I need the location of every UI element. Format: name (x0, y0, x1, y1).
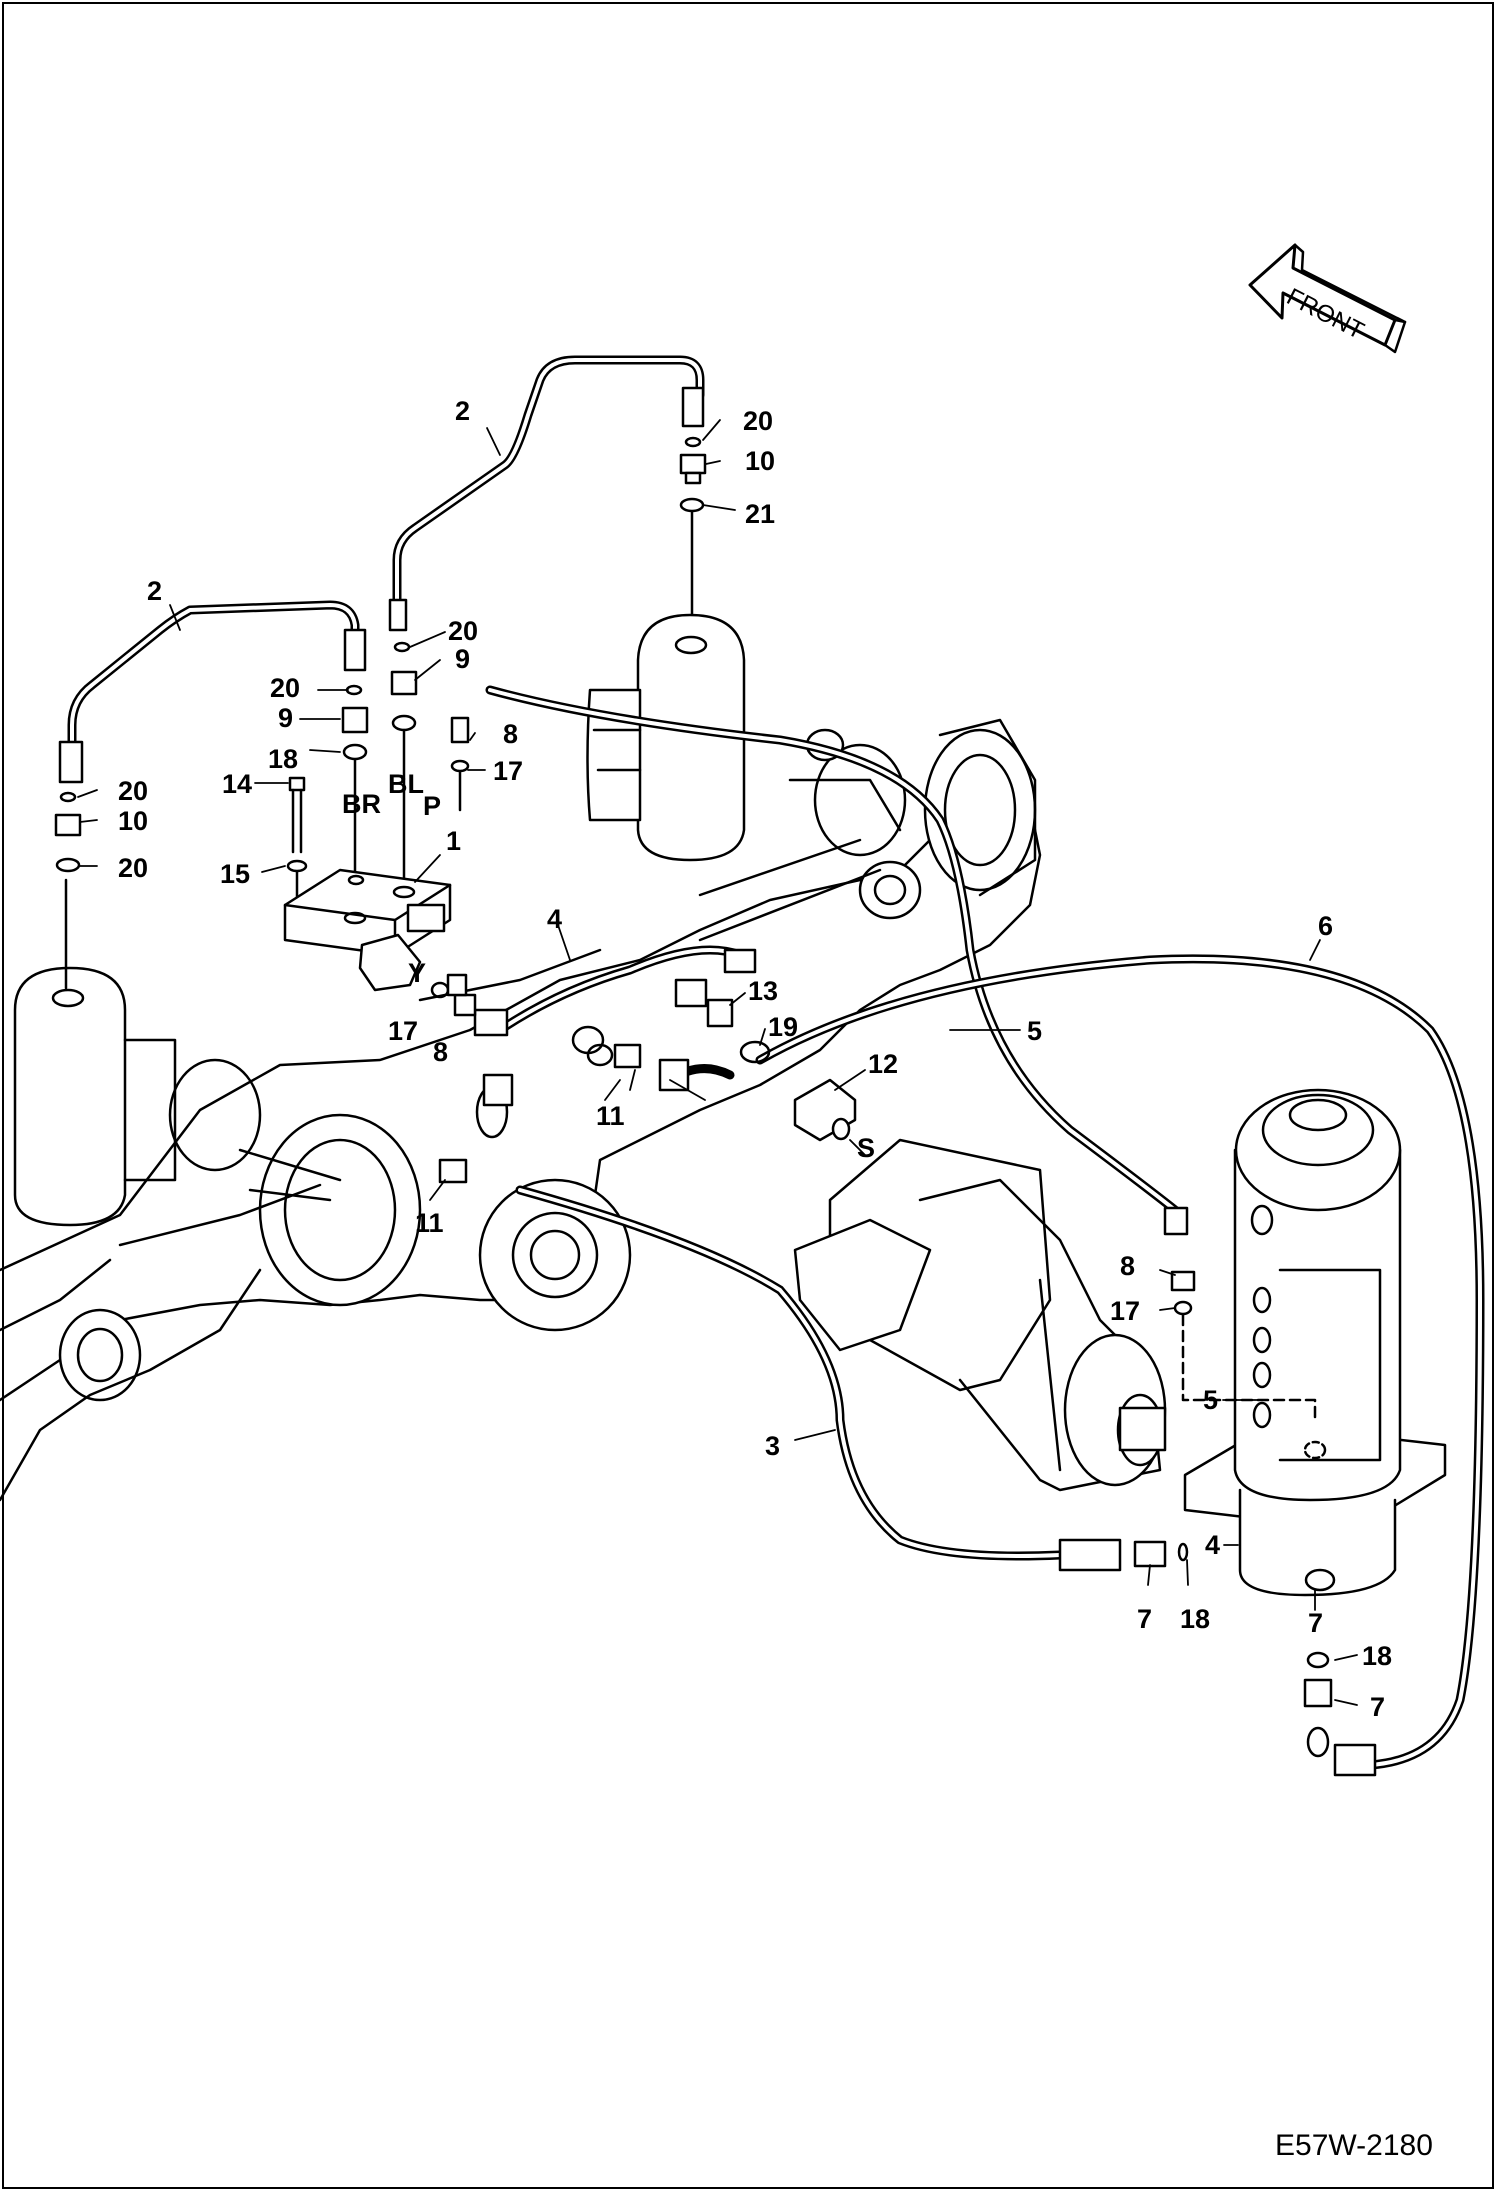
callout-11b: 11 (415, 1208, 444, 1238)
fittings-br-bl (341, 641, 470, 912)
axle-hub-right (698, 718, 1037, 942)
callout-8a: 8 (503, 719, 518, 749)
callout-numbers: 2 2 20 10 21 20 9 20 9 18 8 17 20 10 20 … (118, 396, 1392, 1722)
callout-8c: 8 (1120, 1251, 1135, 1281)
bolt-and-washer (286, 776, 308, 907)
callout-3: 3 (765, 1431, 780, 1461)
callout-20c: 20 (270, 673, 300, 703)
callout-18a: 18 (268, 744, 298, 774)
callout-1: 1 (446, 826, 461, 856)
hose-3 (515, 1185, 1189, 1572)
callout-10b: 10 (118, 806, 148, 836)
brake-line-left (58, 600, 367, 784)
accumulator-upper (586, 613, 746, 862)
port-s: S (857, 1133, 875, 1163)
callout-2a: 2 (455, 396, 470, 426)
callout-20b: 20 (448, 616, 478, 646)
callout-7c: 7 (1370, 1692, 1385, 1722)
travel-motor (793, 1138, 1167, 1492)
callout-20d: 20 (118, 776, 148, 806)
callout-9b: 9 (278, 703, 293, 733)
port-br: BR (342, 789, 381, 819)
brake-line-upper (388, 355, 705, 632)
callout-7a: 7 (1137, 1604, 1152, 1634)
callout-4b: 4 (1205, 1530, 1220, 1560)
axle-housing (0, 798, 1042, 1502)
callout-15: 15 (220, 859, 250, 889)
callout-13: 13 (748, 976, 778, 1006)
port-p: P (423, 791, 441, 821)
hose-4 (473, 945, 757, 1092)
leader-lines (77, 419, 1358, 1706)
brake-valve-block (283, 868, 452, 992)
callout-17c: 17 (1110, 1296, 1140, 1326)
drawing-code: E57W-2180 (1275, 2129, 1433, 2162)
callout-20a: 20 (743, 406, 773, 436)
port-y: Y (408, 958, 426, 988)
callout-5b: 5 (1203, 1385, 1218, 1415)
callout-20e: 20 (118, 853, 148, 883)
callout-21: 21 (745, 499, 775, 529)
fitting-stack-left (54, 791, 82, 873)
callout-12: 12 (868, 1049, 898, 1079)
callout-19: 19 (768, 1012, 798, 1042)
hose-6 (755, 954, 1485, 1777)
fitting-stack-upper (679, 436, 707, 642)
callout-18c: 18 (1362, 1641, 1392, 1671)
hose-5 (485, 685, 1317, 1422)
callout-17b: 17 (388, 1016, 418, 1046)
front-direction-arrow (1248, 243, 1407, 354)
callout-14: 14 (222, 769, 252, 799)
port-labels: BR BL P Y S (342, 769, 875, 1163)
callout-4a: 4 (547, 904, 562, 934)
callout-17a: 17 (493, 756, 523, 786)
callout-9a: 9 (455, 644, 470, 674)
callout-2b: 2 (147, 576, 162, 606)
callout-11a: 11 (596, 1101, 625, 1131)
callout-7b: 7 (1308, 1608, 1323, 1638)
swivel-joint (1183, 1088, 1447, 1597)
callout-10a: 10 (745, 446, 775, 476)
callout-6: 6 (1318, 911, 1333, 941)
valve-items-12-13 (430, 973, 857, 1184)
callout-5a: 5 (1027, 1016, 1042, 1046)
accumulator-left (13, 878, 177, 1227)
callout-8b: 8 (433, 1037, 448, 1067)
port-bl: BL (388, 769, 424, 799)
callout-18b: 18 (1180, 1604, 1210, 1634)
